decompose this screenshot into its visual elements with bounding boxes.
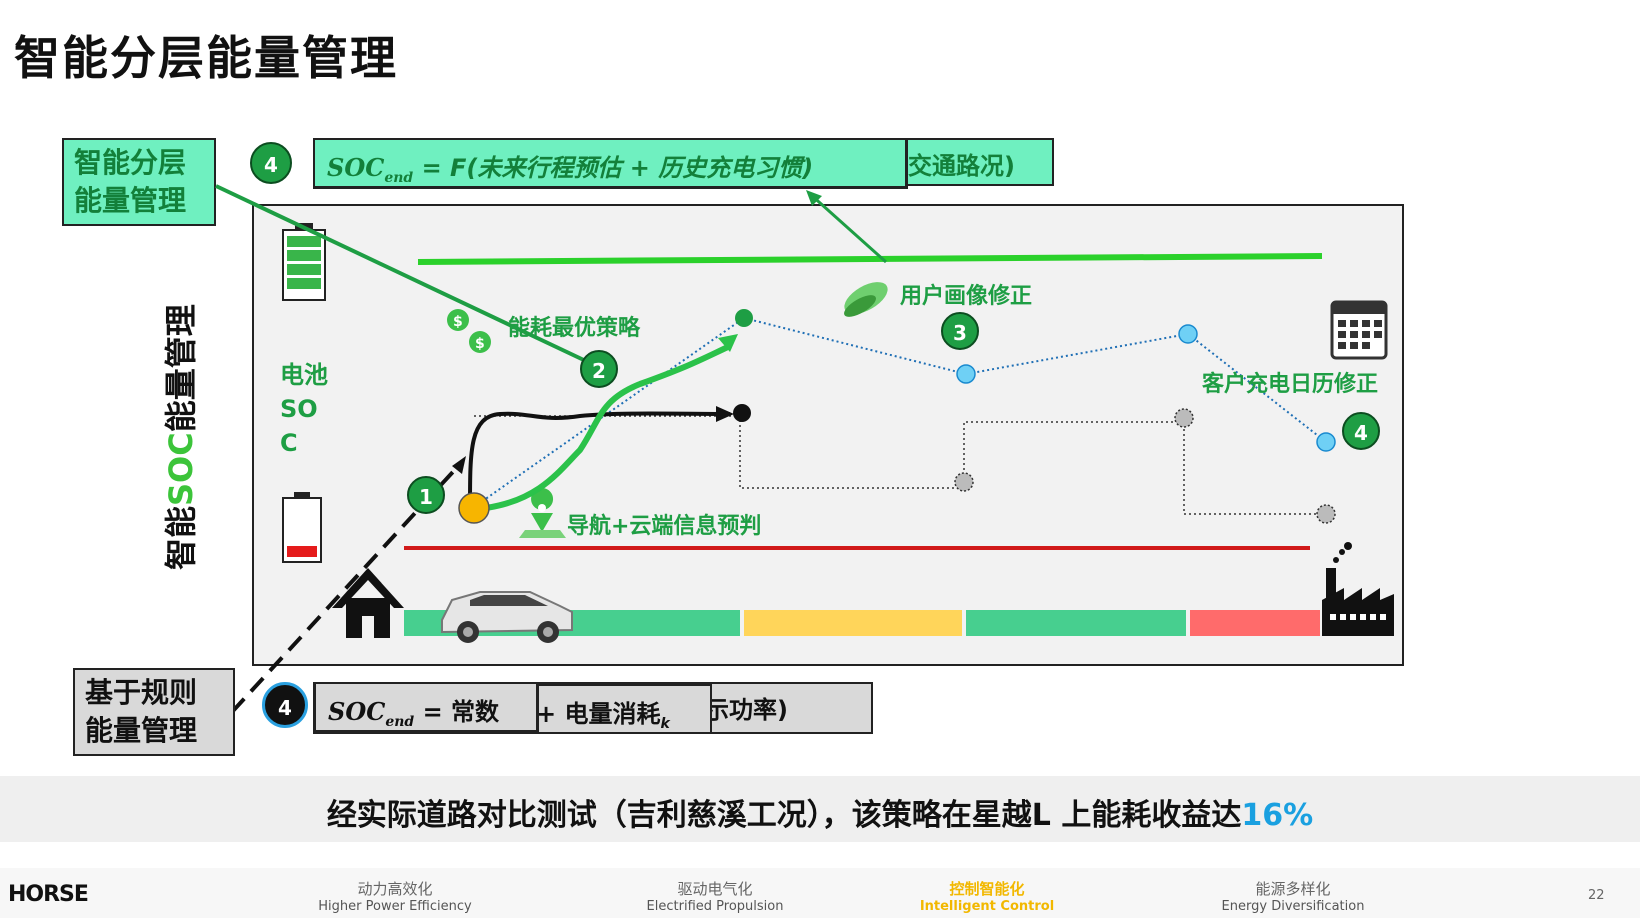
footer-item-control-zh: 控制智能化	[949, 880, 1025, 898]
road-segment-green-2	[966, 610, 1186, 636]
road-segment-yellow	[744, 610, 962, 636]
bottom-formula-mid-text: + 电量消耗	[536, 700, 661, 728]
bottom-formula-tail: 示功率)	[705, 696, 788, 724]
footer-item-propulsion: 驱动电气化 Electrified Propulsion	[620, 878, 810, 914]
vertical-title-part3: 能量管理	[162, 304, 200, 432]
rule-point-2	[1174, 408, 1194, 428]
user-profile-icon	[844, 282, 888, 317]
rule-point-3	[1316, 504, 1336, 524]
bottom-formula-soc: SOC	[328, 697, 386, 726]
battery-label-l3: C	[280, 429, 298, 457]
top-formula-box: SOCend = F(未来行程预估 + 历史充电习惯)	[313, 138, 908, 189]
footer: HORSE 动力高效化 Higher Power Efficiency 驱动电气…	[0, 868, 1640, 918]
bottom-formula-mid: + 电量消耗k	[536, 694, 670, 732]
strategy-arrow	[215, 184, 589, 364]
calendar-label: 客户充电日历修正	[1202, 372, 1379, 397]
footer-item-power: 动力高效化 Higher Power Efficiency	[300, 878, 490, 914]
bottom-formula-sub: end	[385, 713, 415, 730]
footer-item-control: 控制智能化 Intelligent Control	[892, 878, 1082, 914]
top-formula-tail: 交通路况)	[908, 152, 1015, 180]
bottom-formula-rest: = 常数	[414, 698, 500, 726]
battery-label-l2: SO	[280, 395, 318, 423]
battery-soc-label: 电池 SO C	[280, 358, 328, 460]
waypoint-blue-3	[1316, 432, 1336, 452]
waypoint-blue-1	[956, 364, 976, 384]
top-formula-soc: SOC	[327, 153, 385, 182]
badge-2: 2	[580, 350, 618, 388]
waypoint-green	[735, 309, 753, 327]
black-endpoint	[733, 404, 751, 422]
badge-3: 3	[941, 312, 979, 350]
vertical-title: 智能SOC能量管理	[162, 304, 200, 570]
rule-based-path	[474, 415, 1326, 515]
footer-item-propulsion-zh: 驱动电气化	[677, 880, 753, 898]
bottom-formula-mid-sub: k	[660, 715, 670, 732]
result-text: 经实际道路对比测试（吉利慈溪工况），该策略在星越L 上能耗收益达16%	[0, 790, 1640, 834]
rule-strategy-line1: 基于规则	[85, 676, 198, 709]
top-formula-tail-box: 交通路况)	[880, 138, 1054, 186]
footer-item-energy: 能源多样化 Energy Diversification	[1198, 878, 1388, 914]
rule-point-1	[954, 472, 974, 492]
footer-item-propulsion-en: Electrified Propulsion	[646, 899, 784, 914]
battery-full-icon	[282, 223, 326, 301]
soc-chart-area	[252, 204, 1404, 666]
map-pin-icon	[519, 488, 566, 538]
result-band: 经实际道路对比测试（吉利慈溪工况），该策略在星越L 上能耗收益达16%	[0, 776, 1640, 842]
nav-label: 导航+云端信息预判	[567, 514, 762, 539]
top-formula: SOCend = F(未来行程预估 + 历史充电习惯)	[327, 148, 813, 186]
smart-strategy-box: 智能分层 能量管理	[62, 138, 216, 226]
factory-icon	[1322, 542, 1394, 636]
actual-path-black	[468, 411, 731, 507]
badge-4: 4	[1342, 412, 1380, 450]
footer-item-control-en: Intelligent Control	[919, 899, 1055, 914]
money-icon: $ $	[447, 309, 491, 353]
smart-strategy-line1: 智能分层	[74, 146, 187, 179]
home-icon	[332, 568, 404, 638]
user-profile-label: 用户画像修正	[900, 284, 1033, 309]
footer-item-power-en: Higher Power Efficiency	[318, 899, 472, 914]
rule-strategy-line2: 能量管理	[85, 714, 198, 747]
vertical-title-part1: 智能	[162, 506, 200, 570]
result-main: 经实际道路对比测试（吉利慈溪工况），该策略在星越L 上能耗收益达	[326, 798, 1242, 833]
upper-soc-limit-line	[417, 253, 1323, 265]
badge-bottom-4: 4	[262, 682, 308, 728]
smart-strategy-line2: 能量管理	[74, 184, 187, 217]
badge-top-4: 4	[250, 142, 292, 184]
svg-text:$: $	[475, 336, 485, 352]
footer-item-energy-en: Energy Diversification	[1221, 899, 1365, 914]
horse-logo: HORSE	[8, 882, 89, 907]
svg-text:$: $	[453, 314, 463, 330]
svg-text:智能SOC能量管理: 智能SOC能量管理	[162, 304, 200, 570]
profile-arrow	[808, 192, 888, 264]
page-title: 智能分层能量管理	[14, 31, 398, 85]
energy-opt-label: 能耗最优策略	[508, 316, 641, 341]
car-icon	[441, 591, 573, 643]
start-point	[458, 492, 490, 524]
bottom-formula-box: SOCend = 常数	[314, 682, 539, 733]
battery-label-l1: 电池	[280, 361, 328, 389]
bottom-formula: SOCend = 常数	[328, 692, 499, 730]
rule-strategy-box: 基于规则 能量管理	[73, 668, 235, 756]
footer-item-energy-zh: 能源多样化	[1255, 880, 1331, 898]
optimal-path-green	[485, 343, 732, 511]
page-number: 22	[1588, 888, 1605, 903]
vertical-title-part2: SOC	[162, 432, 200, 506]
waypoint-blue-2	[1178, 324, 1198, 344]
footer-item-power-zh: 动力高效化	[357, 880, 433, 898]
top-formula-rest: = F(未来行程预估 + 历史充电习惯)	[413, 154, 814, 182]
battery-low-icon	[282, 492, 322, 563]
result-highlight: 16%	[1241, 798, 1314, 833]
road-segment-red	[1190, 610, 1320, 636]
calendar-icon	[1330, 300, 1388, 360]
badge-1: 1	[407, 476, 445, 514]
top-formula-sub: end	[384, 169, 414, 186]
